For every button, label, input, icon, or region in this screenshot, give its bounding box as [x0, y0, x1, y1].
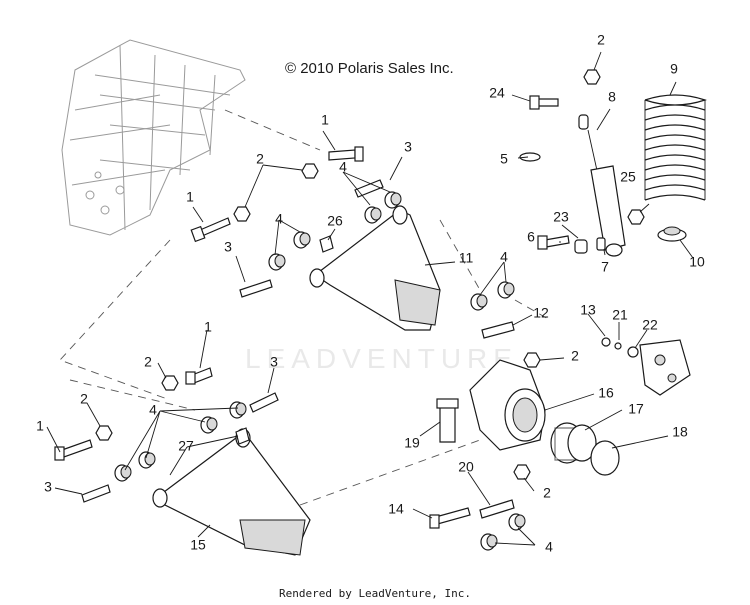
callout-4: 4: [149, 402, 157, 418]
callout-2: 2: [597, 32, 605, 48]
callout-12: 12: [533, 305, 549, 321]
callout-labels: 2 9 8 24 5 1 2 3 4 1 4 26 3 11 4 23 25 6…: [36, 32, 705, 555]
callout-15: 15: [190, 537, 206, 553]
callout-4: 4: [500, 249, 508, 265]
callout-8: 8: [608, 89, 616, 105]
callout-16: 16: [598, 385, 614, 401]
callout-1: 1: [186, 189, 194, 205]
assembly-lines: [59, 109, 551, 506]
callout-18: 18: [672, 424, 688, 440]
callout-2: 2: [543, 485, 551, 501]
brake-caliper: [639, 339, 691, 396]
spring-retainer: [657, 226, 687, 242]
callout-11: 11: [459, 250, 474, 266]
callout-10: 10: [689, 254, 705, 270]
callout-1: 1: [204, 319, 212, 335]
bearing-carrier: [469, 359, 546, 451]
callout-13: 13: [580, 302, 596, 318]
callout-25: 25: [620, 169, 636, 185]
watermark: LEADVENTURE: [245, 343, 518, 374]
footer-credit: Rendered by LeadVenture, Inc.: [279, 587, 471, 600]
callout-4: 4: [339, 159, 347, 175]
callout-6: 6: [527, 229, 535, 245]
callout-3: 3: [224, 239, 232, 255]
sleeves: [81, 179, 515, 519]
callout-19: 19: [404, 435, 420, 451]
callout-14: 14: [388, 501, 404, 517]
callout-27: 27: [178, 438, 194, 454]
callout-3: 3: [270, 354, 278, 370]
callout-24: 24: [489, 85, 505, 101]
small-hardware: [235, 152, 639, 445]
chassis-frame: [61, 39, 246, 236]
callout-23: 23: [553, 209, 569, 225]
callout-3: 3: [404, 139, 412, 155]
callout-21: 21: [612, 307, 628, 323]
callout-4: 4: [545, 539, 553, 555]
callout-2: 2: [571, 348, 579, 364]
callout-20: 20: [458, 459, 474, 475]
callout-22: 22: [642, 317, 658, 333]
bushings: [114, 191, 526, 551]
callout-2: 2: [80, 391, 88, 407]
snap-ring: [590, 440, 620, 476]
lower-control-arm: [152, 428, 311, 556]
callout-1: 1: [36, 418, 44, 434]
callout-5: 5: [500, 151, 508, 167]
callout-4: 4: [275, 211, 283, 227]
callout-26: 26: [327, 213, 343, 229]
nuts: [95, 69, 645, 480]
callout-1: 1: [321, 112, 329, 128]
callout-2: 2: [256, 151, 264, 167]
upper-control-arm: [309, 205, 441, 331]
copyright-text: © 2010 Polaris Sales Inc.: [285, 60, 454, 77]
coil-spring: [644, 94, 707, 201]
shock-absorber: [578, 114, 626, 257]
callout-2: 2: [144, 354, 152, 370]
callout-9: 9: [670, 61, 678, 77]
bolts: [54, 95, 570, 529]
wheel-bearing: [550, 422, 597, 464]
leader-lines: [46, 51, 694, 546]
callout-3: 3: [44, 479, 52, 495]
callout-7: 7: [601, 259, 609, 275]
callout-17: 17: [628, 401, 644, 417]
